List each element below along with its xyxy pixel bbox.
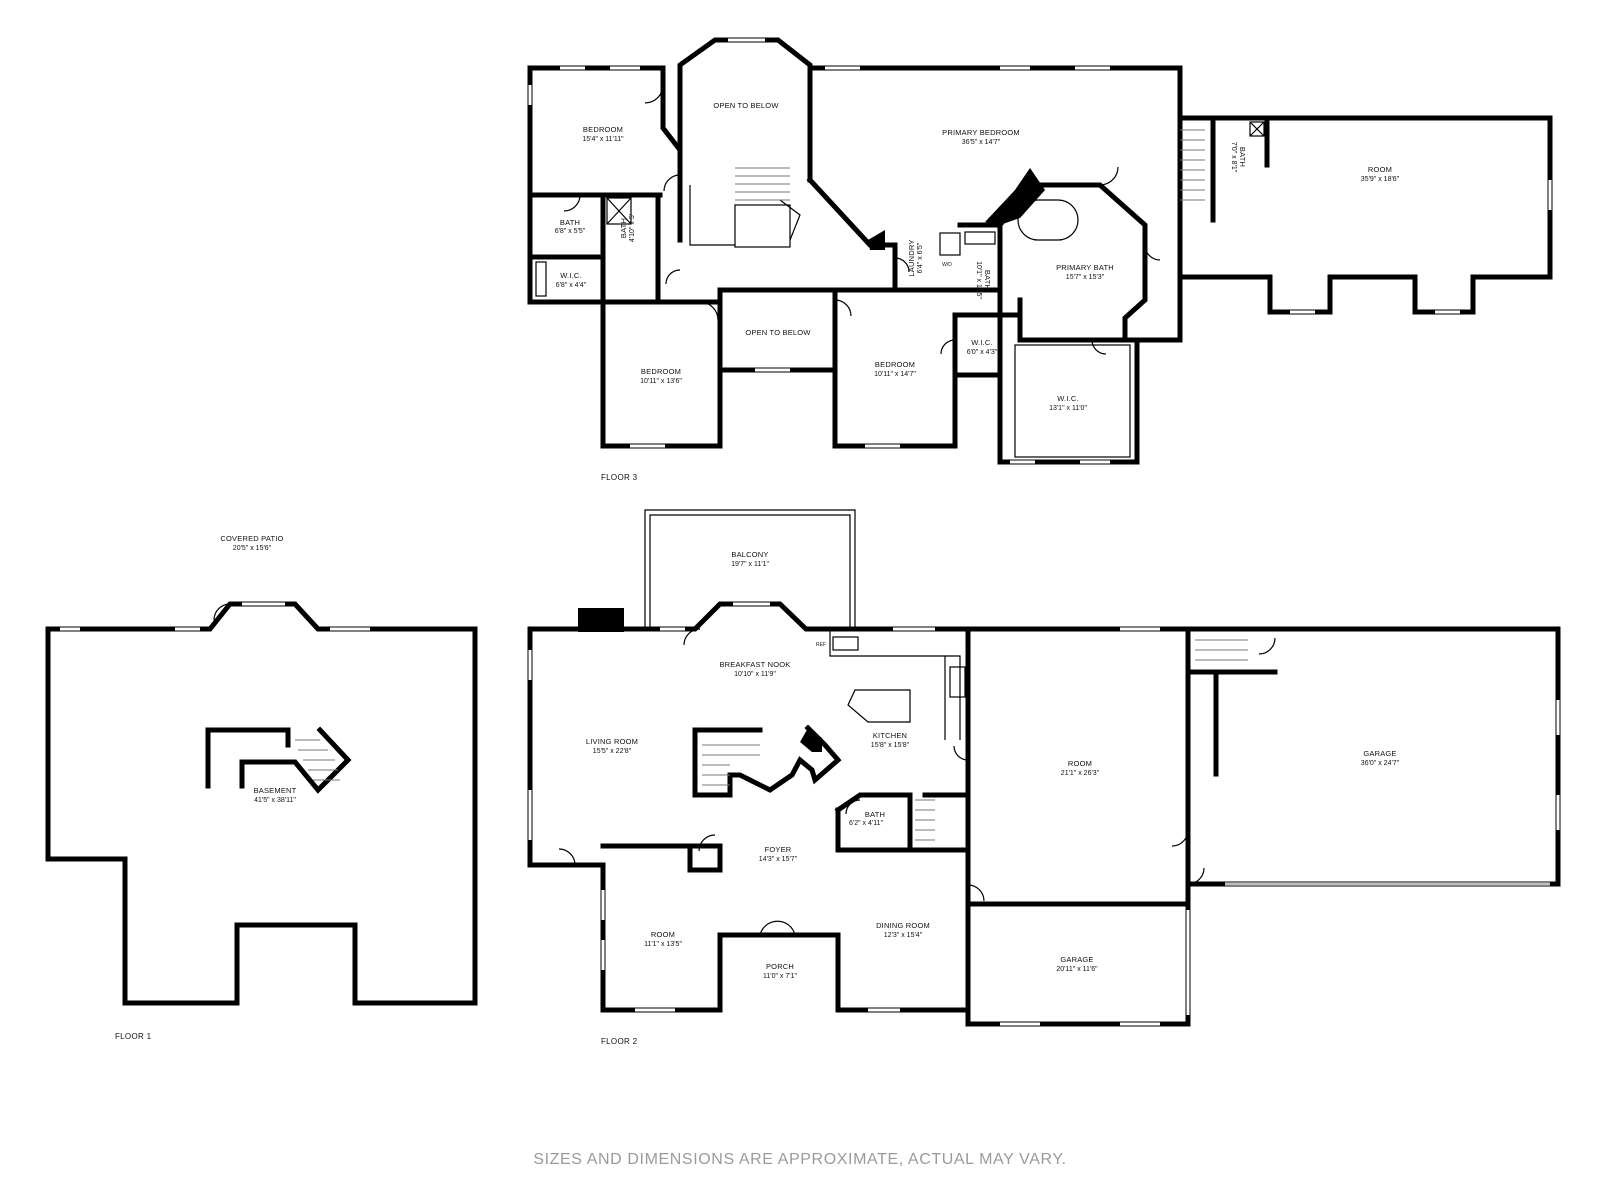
room-dim: 6'2" x 4'11": [849, 820, 883, 827]
room-dim: 35'9" x 18'6": [1361, 176, 1400, 183]
room-name: BEDROOM: [875, 360, 915, 369]
room-name: KITCHEN: [873, 731, 907, 740]
room-dim: 6'8" x 5'5": [555, 228, 586, 235]
room-dim: 4'10" x 5': [629, 214, 636, 242]
room-name: BATH: [560, 218, 580, 227]
room-name: ROOM: [1368, 165, 1392, 174]
room-dim: 15'7" x 15'3": [1066, 274, 1105, 281]
room-dim: 14'3" x 15'7": [759, 856, 798, 863]
room-name: BATH: [983, 270, 992, 290]
floor-1-plan: COVERED PATIO 20'5" x 15'6" BASEMENT 41'…: [45, 534, 478, 1041]
room-name: BALCONY: [731, 550, 768, 559]
room-dim: 20'5" x 15'6": [233, 545, 272, 552]
floor-2-label: FLOOR 2: [601, 1037, 638, 1046]
room-name: OPEN TO BELOW: [713, 101, 779, 110]
room-name: BEDROOM: [641, 367, 681, 376]
room-dim: 36'5" x 14'7": [962, 139, 1001, 146]
room-name: BATH: [1238, 147, 1247, 167]
room-name: DINING ROOM: [876, 921, 930, 930]
room-dim: 11'0" x 7'1": [763, 973, 797, 980]
room-dim: 13'1" x 11'0": [1049, 405, 1087, 412]
fixture-label: W/D: [942, 262, 952, 268]
fixture-label: REF: [816, 642, 826, 648]
room-name: LIVING ROOM: [586, 737, 638, 746]
floor-1-label: FLOOR 1: [115, 1032, 152, 1041]
room-dim: 6'8" x 4'4": [556, 282, 587, 289]
room-name: PORCH: [766, 962, 794, 971]
floor-1-labels: COVERED PATIO 20'5" x 15'6" BASEMENT 41'…: [220, 534, 296, 804]
room-dim: 12'3" x 15'4": [884, 932, 923, 939]
room-name: OPEN TO BELOW: [745, 328, 811, 337]
room-dim: 41'5" x 38'11": [254, 797, 296, 804]
room-name: BEDROOM: [583, 125, 623, 134]
room-dim: 7'0" x 8'1": [1230, 142, 1237, 173]
room-name: ROOM: [651, 930, 675, 939]
room-dim: 21'1" x 26'3": [1061, 770, 1100, 777]
floor-3-label: FLOOR 3: [601, 473, 638, 482]
room-dim: 20'11" x 11'6": [1056, 966, 1098, 973]
room-dim: 15'4" x 11'11": [582, 136, 624, 143]
room-name: COVERED PATIO: [220, 534, 283, 543]
room-name: BREAKFAST NOOK: [719, 660, 790, 669]
floor-3-labels: BEDROOM 15'4" x 11'11" OPEN TO BELOW PRI…: [555, 101, 1400, 412]
room-dim: 36'0" x 24'7": [1361, 760, 1400, 767]
disclaimer-text: SIZES AND DIMENSIONS ARE APPROXIMATE, AC…: [533, 1151, 1067, 1168]
room-dim: 15'8" x 15'8": [871, 742, 910, 749]
room-dim: 10'11" x 14'7": [874, 371, 916, 378]
room-dim: 10'11" x 13'6": [640, 378, 682, 385]
room-name: PRIMARY BATH: [1056, 263, 1114, 272]
room-name: W.I.C.: [560, 271, 582, 280]
room-dim: 11'1" x 13'5": [644, 941, 682, 948]
room-name: W.I.C.: [971, 338, 993, 347]
floor-2-labels: BALCONY 19'7" x 11'1" BREAKFAST NOOK 10'…: [586, 550, 1400, 980]
room-name: BASEMENT: [254, 786, 297, 795]
room-dim: 19'7" x 11'1": [731, 561, 769, 568]
room-name: PRIMARY BEDROOM: [942, 128, 1020, 137]
room-dim: 15'5" x 22'8": [593, 748, 632, 755]
room-name: LAUNDRY: [907, 239, 916, 276]
floor-3-plan: BEDROOM 15'4" x 11'11" OPEN TO BELOW PRI…: [527, 37, 1553, 482]
room-dim: 6'4" x 6'5": [917, 242, 924, 273]
room-name: FOYER: [765, 845, 792, 854]
room-name: W.I.C.: [1057, 394, 1079, 403]
room-name: GARAGE: [1363, 749, 1396, 758]
room-dim: 10'10" x 11'9": [734, 671, 776, 678]
room-name: GARAGE: [1060, 955, 1093, 964]
room-name: ROOM: [1068, 759, 1092, 768]
room-name: BATH: [619, 218, 628, 238]
room-name: BATH: [865, 810, 885, 819]
floor-2-plan: BALCONY 19'7" x 11'1" BREAKFAST NOOK 10'…: [527, 509, 1561, 1046]
room-dim: 10'1" x 11'5": [975, 261, 982, 299]
room-dim: 6'0" x 4'3": [967, 349, 998, 356]
